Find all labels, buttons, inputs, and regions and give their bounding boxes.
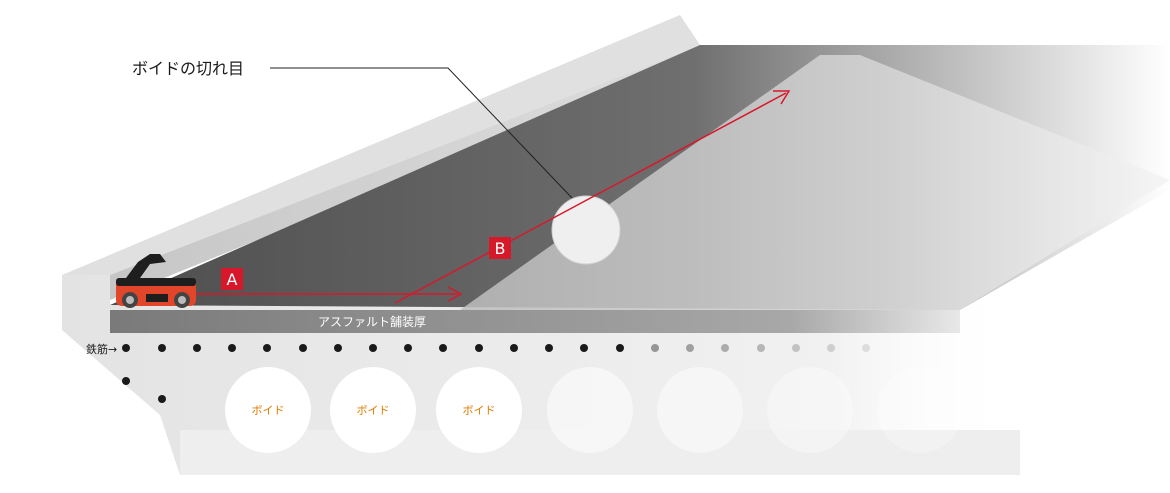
path-b-arrowhead — [773, 90, 791, 105]
rebar-dot — [404, 344, 412, 352]
path-b-badge — [489, 237, 511, 259]
rebar-dot — [792, 344, 800, 352]
void-circle — [657, 367, 743, 453]
void-seam-leader-line — [270, 67, 573, 199]
rebar-label: 鉄筋→ — [86, 342, 117, 356]
path-b-arrow — [394, 92, 787, 304]
asphalt-thickness-label: アスファルト舗装厚 — [318, 315, 426, 329]
rebar-dot — [439, 344, 447, 352]
rebar-dot — [580, 344, 588, 352]
void-seam-marker — [551, 195, 621, 265]
rebar-dot — [757, 344, 765, 352]
void-circle — [225, 367, 311, 453]
rebar-dot — [369, 344, 377, 352]
lane-strip — [460, 55, 1170, 310]
rebar-row — [122, 344, 870, 403]
rebar-dot — [263, 344, 271, 352]
gpr-scanner-robot-icon — [116, 254, 196, 308]
path-b-label: B — [495, 239, 506, 258]
rebar-dot — [721, 344, 729, 352]
void-circle — [436, 367, 522, 453]
rebar-dot — [122, 377, 130, 385]
path-a-label: A — [227, 270, 238, 289]
asphalt-layer — [110, 310, 960, 333]
rebar-dot — [475, 344, 483, 352]
rebar-dot — [158, 395, 166, 403]
void-circle — [877, 367, 963, 453]
void-circle — [767, 367, 853, 453]
path-a-arrowhead — [447, 286, 463, 302]
rebar-dot — [686, 344, 694, 352]
rebar-dot — [545, 344, 553, 352]
rebar-dot — [122, 344, 130, 352]
void-label: ボイド — [357, 404, 390, 417]
rebar-dot — [158, 344, 166, 352]
rebar-dot — [299, 344, 307, 352]
void-circle — [547, 367, 633, 453]
rebar-dot — [334, 344, 342, 352]
void-row: ボイド ボイド ボイド — [225, 367, 963, 453]
void-circle — [330, 367, 416, 453]
path-a-badge — [221, 268, 243, 290]
rebar-dot — [616, 344, 624, 352]
void-label: ボイド — [463, 404, 496, 417]
curb-inner-face — [110, 45, 700, 300]
rebar-dot — [827, 344, 835, 352]
void-label: ボイド — [252, 404, 285, 417]
rebar-dot — [651, 344, 659, 352]
rebar-dot — [228, 344, 236, 352]
rebar-dot — [862, 344, 870, 352]
curb-top — [62, 15, 700, 275]
void-seam-label: ボイドの切れ目 — [132, 59, 244, 78]
rebar-dot — [510, 344, 518, 352]
rebar-dot — [193, 344, 201, 352]
